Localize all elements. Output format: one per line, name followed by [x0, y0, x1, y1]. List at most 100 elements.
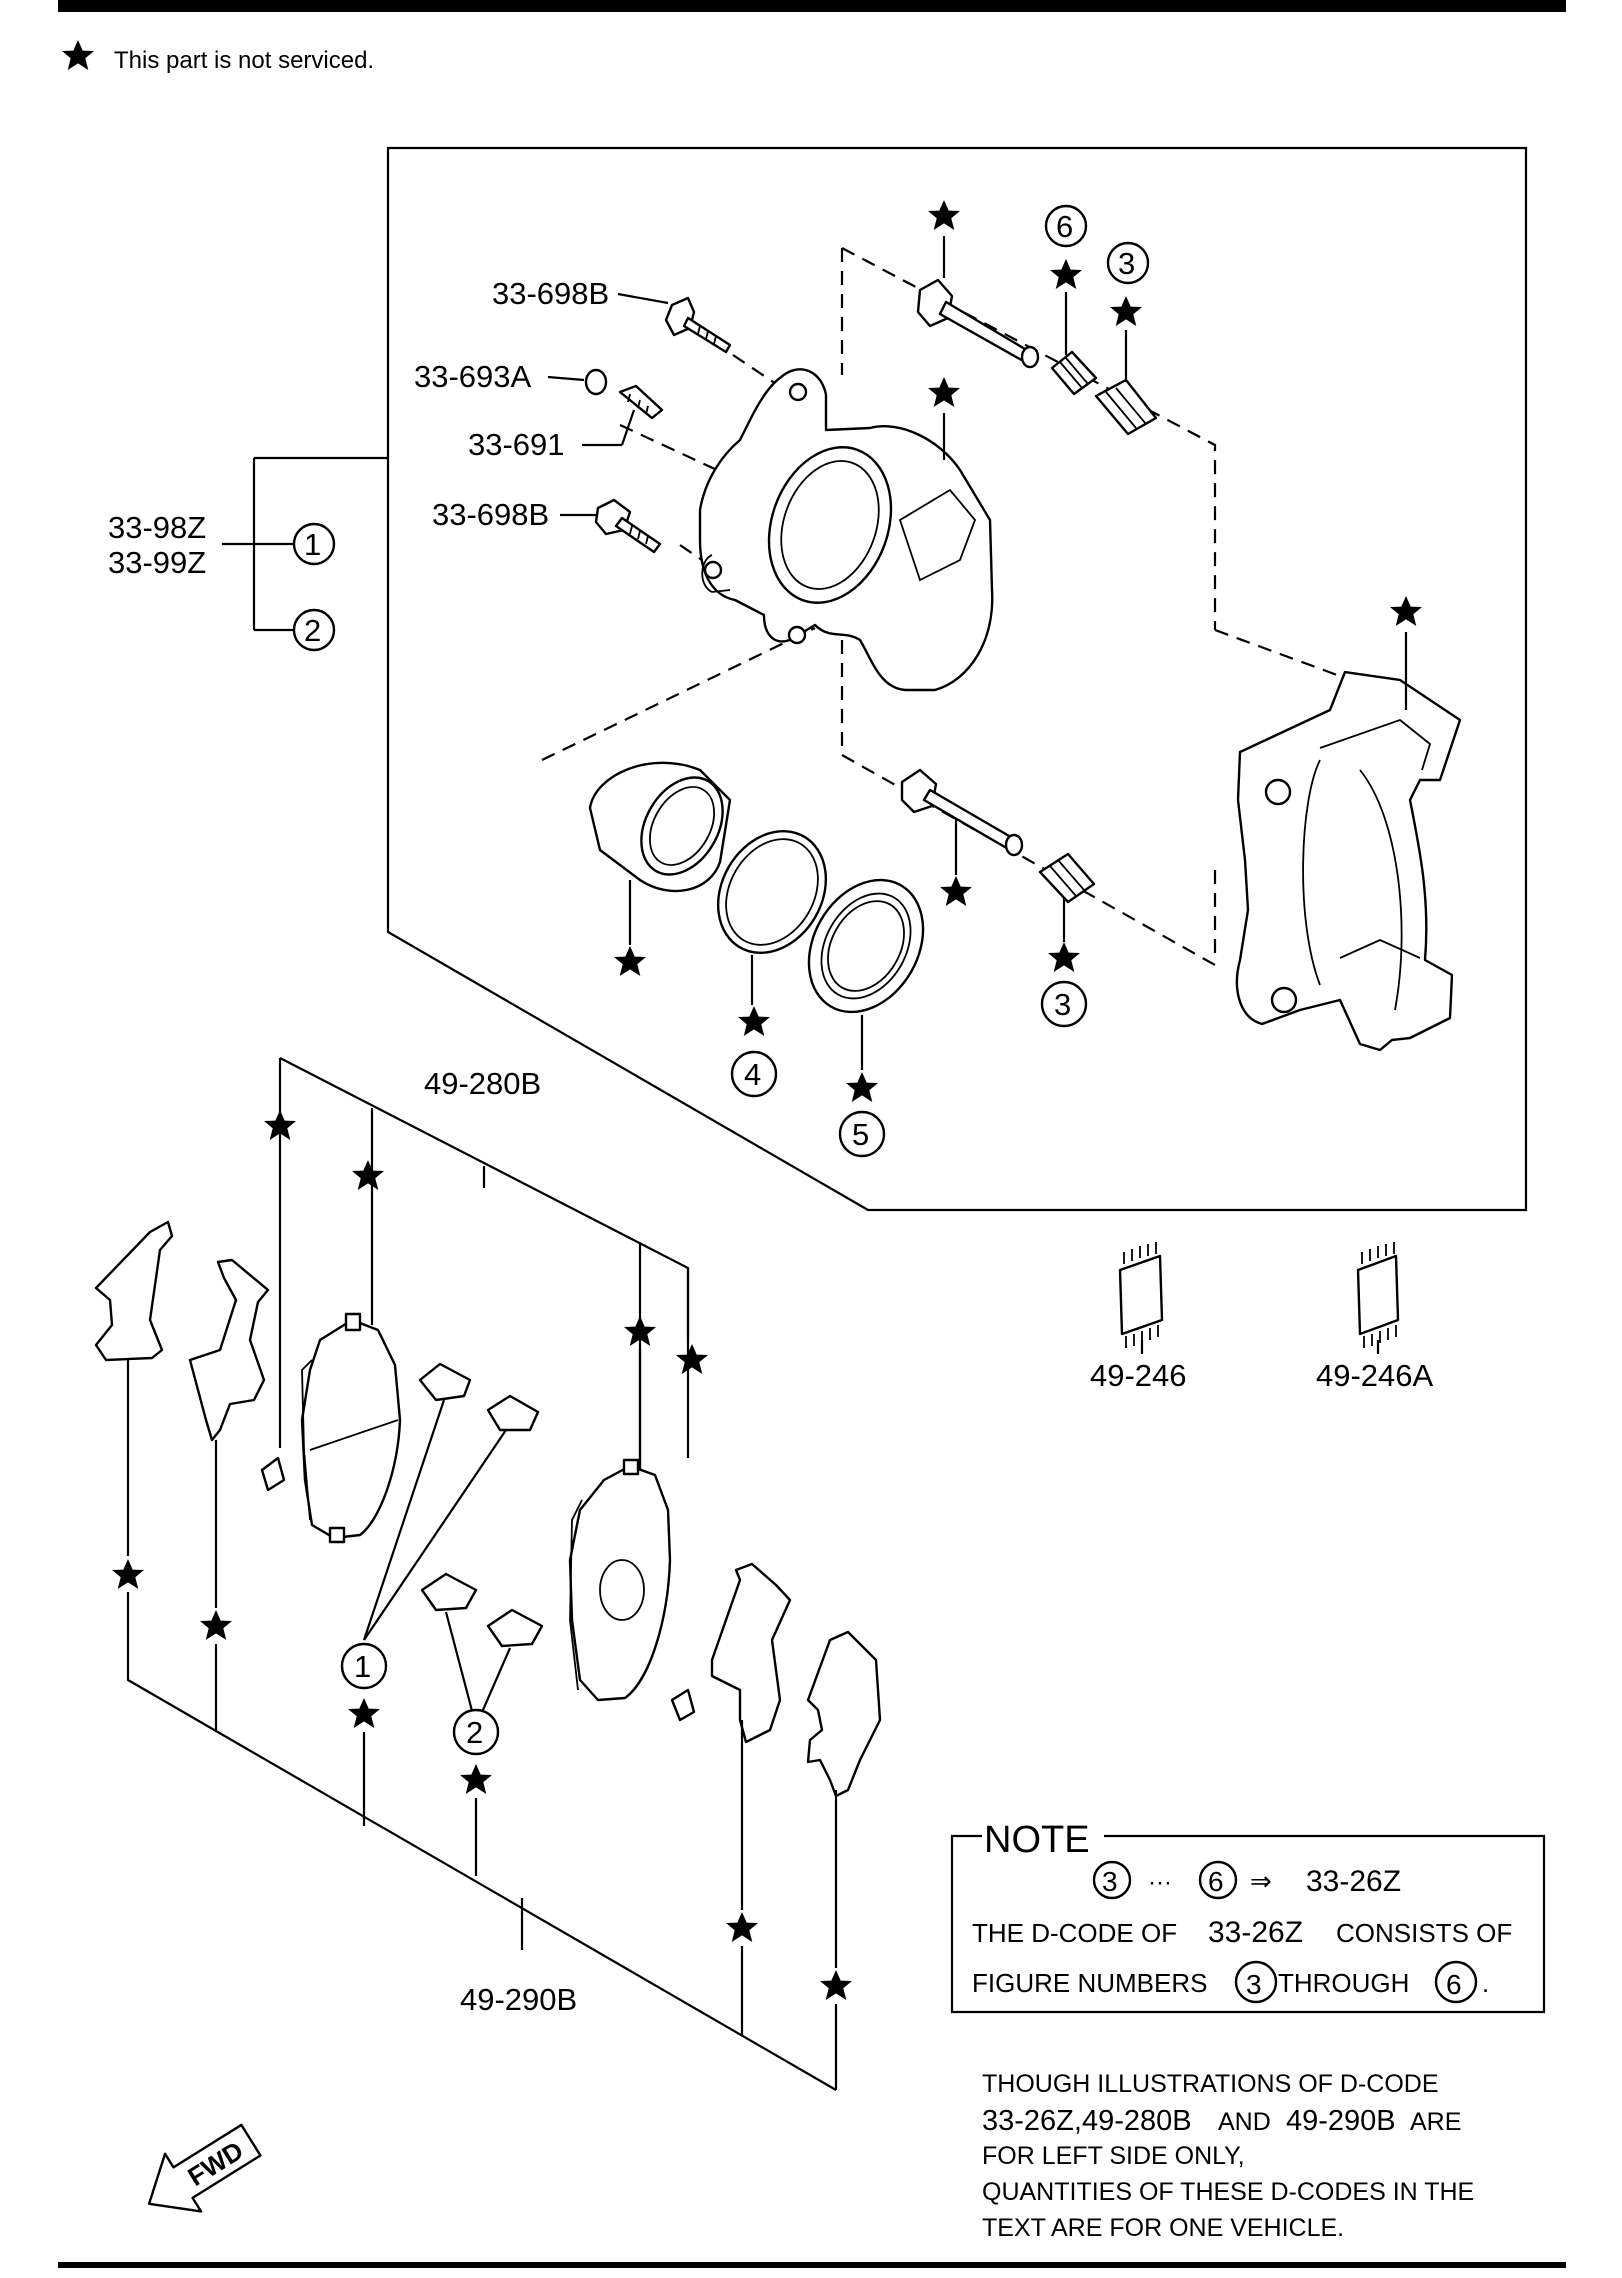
figure-number-4: 4: [730, 1050, 778, 1098]
anti-rattle-clip-lower-1: [420, 1572, 478, 1612]
note-figure-3: 3: [1092, 1860, 1132, 1900]
svg-text:1: 1: [304, 527, 321, 562]
grease-packet-49-246a: [1356, 1242, 1400, 1348]
bolt-33-698b-upper: [664, 296, 732, 354]
callout-33-98z: 33-98Z: [108, 510, 206, 545]
star-icon: [200, 1610, 232, 1640]
callout-33-698b-upper: 33-698B: [492, 276, 609, 311]
caliper-assembly-frame: [386, 146, 1528, 1212]
star-icon: [352, 1160, 384, 1190]
svg-text:5: 5: [852, 1117, 869, 1152]
note-line2-pre: THE D-CODE OF: [972, 1918, 1177, 1948]
legend: This part is not serviced.: [62, 40, 374, 74]
svg-text:3: 3: [1246, 1969, 1262, 2000]
note-arrow: ⇒: [1250, 1866, 1272, 1896]
note-line2-code: 33-26Z: [1208, 1916, 1303, 1949]
star-icon: [62, 40, 94, 70]
bolt-33-698b-lower: [594, 498, 662, 554]
note-line3-figure-6: 6: [1434, 1960, 1478, 2004]
callout-49-246a: 49-246A: [1316, 1358, 1434, 1393]
piston-seal-part-4: [716, 829, 828, 955]
star-icon: [112, 1559, 144, 1589]
figure-number-1-left: 1: [292, 522, 336, 566]
pad-shim-right-outer: [806, 1630, 882, 1798]
caliper-piston: [588, 761, 732, 893]
star-icon: [940, 876, 972, 906]
bottom-border: [58, 2262, 1566, 2268]
wear-indicator-right: [670, 1688, 696, 1722]
note-box: NOTE 3 ··· 6 ⇒ 33-26Z THE D-CODE OF 33-2…: [950, 1819, 1546, 2014]
svg-text:THOUGH ILLUSTRATIONS OF D-CODE: THOUGH ILLUSTRATIONS OF D-CODE: [982, 2070, 1439, 2098]
star-icon: [676, 1344, 708, 1374]
note-line3-pre: FIGURE NUMBERS: [972, 1968, 1207, 1998]
pad-shim-left-inner: [188, 1258, 270, 1442]
figure-number-6: 6: [1044, 204, 1088, 248]
bushing-part-6: [1050, 350, 1098, 396]
svg-text:QUANTITIES OF THESE D-CODES IN: QUANTITIES OF THESE D-CODES IN THE: [982, 2178, 1474, 2206]
outer-brake-pad: [568, 1458, 672, 1702]
svg-text:TEXT ARE FOR ONE VEHICLE.: TEXT ARE FOR ONE VEHICLE.: [982, 2214, 1344, 2242]
star-icon: [738, 1006, 770, 1036]
star-icon: [614, 946, 646, 976]
star-icon: [1050, 259, 1082, 289]
bleeder-cap: [584, 368, 608, 396]
svg-text:33-26Z,49-280B: 33-26Z,49-280B: [982, 2105, 1192, 2137]
svg-text:3: 3: [1054, 987, 1071, 1022]
anti-rattle-clip-upper-1: [418, 1362, 472, 1402]
callout-33-693a: 33-693A: [414, 359, 532, 394]
callout-49-280b: 49-280B: [424, 1066, 541, 1101]
figure-number-1-pads: 1: [340, 1642, 388, 1690]
note-line3-end: .: [1482, 1968, 1489, 1998]
callout-33-698b-lower: 33-698B: [432, 497, 549, 532]
footer-note: THOUGH ILLUSTRATIONS OF D-CODE 33-26Z,49…: [982, 2070, 1474, 2242]
star-icon: [846, 1072, 878, 1102]
wear-indicator-left: [260, 1456, 286, 1492]
note-code-33-26z: 33-26Z: [1306, 1865, 1401, 1898]
bleeder-screw: [618, 384, 664, 420]
grease-packet-49-246: [1118, 1242, 1164, 1348]
caliper-mounting-bracket: [1235, 670, 1462, 1052]
anti-rattle-clip-lower-2: [486, 1608, 544, 1648]
inner-brake-pad: [300, 1312, 402, 1544]
note-line3-figure-3: 3: [1234, 1960, 1278, 2004]
star-icon: [1110, 296, 1142, 326]
legend-text: This part is not serviced.: [114, 47, 374, 74]
bracket-33-98z: [222, 456, 388, 632]
pad-shim-left-outer: [94, 1220, 174, 1362]
boot-part-3-lower: [1038, 852, 1096, 904]
svg-text:6: 6: [1446, 1969, 1462, 2000]
anti-rattle-clip-upper-2: [486, 1394, 540, 1432]
note-line2-post: CONSISTS OF: [1336, 1918, 1512, 1948]
star-icon: [348, 1698, 380, 1728]
note-line3-mid: THROUGH: [1278, 1968, 1409, 1998]
svg-text:49-290B: 49-290B: [1286, 2105, 1396, 2137]
svg-text:3: 3: [1118, 246, 1135, 281]
svg-text:4: 4: [744, 1057, 761, 1092]
svg-text:FOR LEFT SIDE ONLY,: FOR LEFT SIDE ONLY,: [982, 2142, 1245, 2170]
star-icon: [460, 1764, 492, 1794]
svg-text:ARE: ARE: [1410, 2108, 1461, 2136]
boot-part-3-upper: [1094, 378, 1158, 436]
svg-text:AND: AND: [1218, 2108, 1271, 2136]
fwd-arrow-icon: FWD: [147, 2123, 262, 2213]
caliper-body: [698, 368, 994, 692]
figure-number-2-pads: 2: [452, 1708, 500, 1756]
svg-text:2: 2: [466, 1715, 483, 1750]
figure-number-3-lower: 3: [1040, 980, 1088, 1028]
star-icon: [820, 1970, 852, 2000]
figure-number-2-left: 2: [292, 608, 336, 652]
guide-pin-lower: [900, 768, 1024, 857]
svg-text:3: 3: [1102, 1866, 1118, 1897]
top-border: [58, 0, 1566, 12]
callout-49-290b: 49-290B: [460, 1982, 577, 2017]
star-icon: [1390, 596, 1422, 626]
piston-boot-part-5: [807, 878, 925, 1014]
note-ellipsis: ···: [1148, 1869, 1172, 1896]
svg-text:6: 6: [1208, 1866, 1224, 1897]
star-icon: [1048, 942, 1080, 972]
callout-33-99z: 33-99Z: [108, 545, 206, 580]
callout-49-246: 49-246: [1090, 1358, 1187, 1393]
note-figure-6: 6: [1198, 1860, 1238, 1900]
guide-pin-upper: [916, 278, 1040, 369]
